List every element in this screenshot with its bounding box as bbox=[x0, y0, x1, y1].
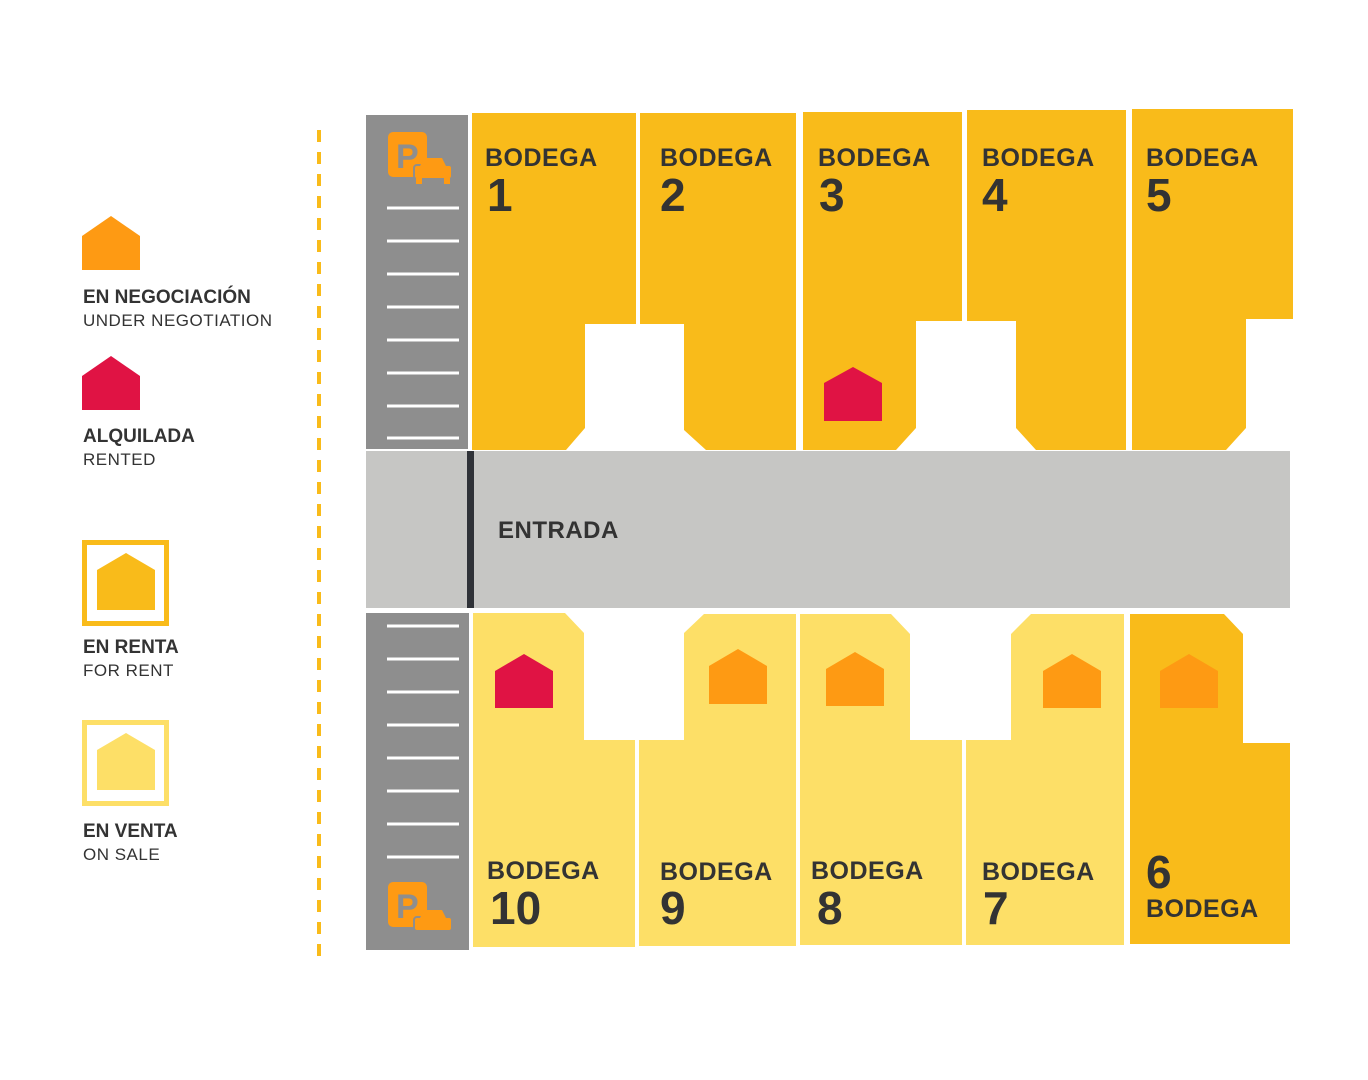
svg-text:P: P bbox=[396, 138, 419, 176]
unit-4-shape[interactable] bbox=[967, 110, 1126, 450]
unit-2-number: 2 bbox=[660, 169, 686, 221]
car-icon bbox=[413, 158, 453, 184]
unit-10-label: BODEGA bbox=[487, 857, 600, 885]
legend-negotiation-title: EN NEGOCIACIÓN bbox=[83, 287, 251, 308]
unit-10-number: 10 bbox=[490, 882, 542, 934]
unit-7-label: BODEGA bbox=[982, 858, 1095, 886]
unit-4-label: BODEGA bbox=[982, 144, 1095, 172]
unit-3-shape[interactable] bbox=[803, 112, 962, 450]
entrance-road bbox=[366, 451, 1290, 608]
legend-for-rent-title: EN RENTA bbox=[83, 637, 179, 658]
unit-8-negotiation-house-icon bbox=[826, 652, 884, 706]
parking-bottom: P bbox=[366, 613, 469, 950]
unit-3-rented-house-icon bbox=[824, 367, 882, 421]
parking-top: P bbox=[366, 115, 468, 449]
unit-7-negotiation-house-icon bbox=[1043, 654, 1101, 708]
unit-9-negotiation-house-icon bbox=[709, 649, 767, 704]
unit-1-shape[interactable] bbox=[472, 113, 636, 450]
legend-on-sale-subtitle: ON SALE bbox=[83, 845, 161, 864]
legend-for-rent-icon bbox=[82, 540, 169, 626]
unit-7-number: 7 bbox=[983, 882, 1009, 934]
parking-icon: P bbox=[388, 882, 453, 932]
unit-1-label: BODEGA bbox=[485, 144, 598, 172]
car-icon bbox=[413, 910, 453, 932]
unit-4-number: 4 bbox=[982, 169, 1008, 221]
unit-8-label: BODEGA bbox=[811, 857, 924, 885]
unit-5-shape[interactable] bbox=[1132, 109, 1293, 450]
legend-negotiation-subtitle: UNDER NEGOTIATION bbox=[83, 311, 273, 330]
entrance-gate bbox=[467, 451, 474, 608]
legend-rented-title: ALQUILADA bbox=[83, 426, 195, 447]
unit-6-label: BODEGA bbox=[1146, 895, 1259, 923]
unit-9-label: BODEGA bbox=[660, 858, 773, 886]
legend-rented-subtitle: RENTED bbox=[83, 450, 156, 469]
unit-6-number: 6 bbox=[1146, 846, 1172, 898]
legend-on-sale-icon bbox=[82, 720, 169, 806]
unit-3-label: BODEGA bbox=[818, 144, 931, 172]
svg-text:P: P bbox=[396, 888, 419, 926]
unit-8-number: 8 bbox=[817, 882, 843, 934]
unit-2-shape[interactable] bbox=[640, 113, 796, 450]
legend-on-sale-title: EN VENTA bbox=[83, 821, 178, 842]
legend-for-rent-subtitle: FOR RENT bbox=[83, 661, 174, 680]
unit-5-label: BODEGA bbox=[1146, 144, 1259, 172]
unit-2-label: BODEGA bbox=[660, 144, 773, 172]
unit-10-rented-house-icon bbox=[495, 654, 553, 708]
entrance-label: ENTRADA bbox=[498, 517, 619, 544]
unit-9-number: 9 bbox=[660, 882, 686, 934]
unit-5-number: 5 bbox=[1146, 169, 1172, 221]
legend-negotiation-house-icon bbox=[82, 216, 140, 270]
unit-1-number: 1 bbox=[487, 169, 513, 221]
unit-3-number: 3 bbox=[819, 169, 845, 221]
parking-icon: P bbox=[388, 132, 453, 184]
unit-6-negotiation-house-icon bbox=[1160, 654, 1218, 708]
legend-rented-house-icon bbox=[82, 356, 140, 410]
